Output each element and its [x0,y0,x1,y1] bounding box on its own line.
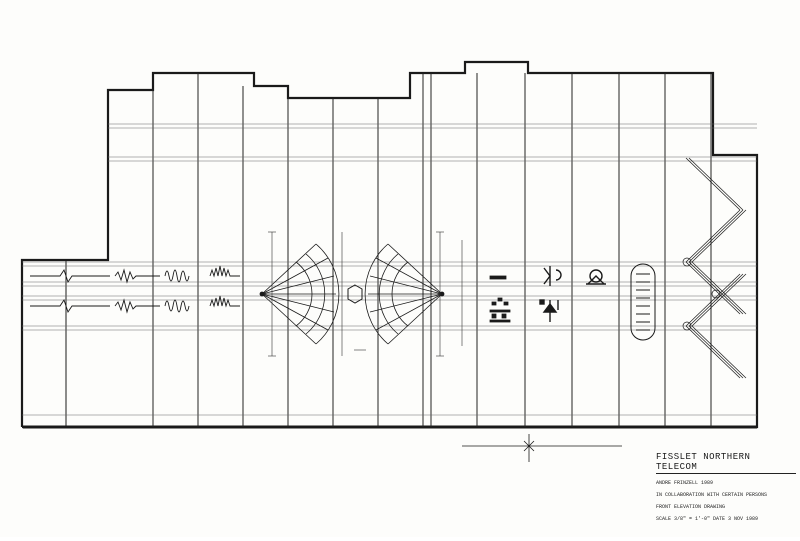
horizontal-bands [22,123,757,416]
title-block: FISSLET NORTHERN TELECOM ANDRE FRINZELL … [656,452,796,522]
dimension-marks [268,231,463,357]
panel-lines [152,73,712,427]
waveform-row-upper [30,265,240,284]
hexagon-motif [347,284,363,304]
waveform-row-lower [30,295,240,314]
centerline-mark [462,434,622,462]
building-outline [20,60,759,429]
title-line-4: SCALE 3/8" = 1'-0" DATE 3 NOV 1989 [656,516,759,522]
drawing-title: FISSLET NORTHERN TELECOM [656,452,796,474]
glyph-panel-3 [586,269,606,285]
right-fan-motif [364,243,445,345]
title-line-1: ANDRE FRINZELL 1989 [656,480,714,486]
glyph-panel-2 [539,266,562,322]
lattice-motif [682,157,747,379]
title-line-3: FRONT ELEVATION DRAWING [656,504,726,510]
glyph-panel-1 [489,275,511,323]
glyph-panel-4 [630,263,656,341]
left-fan-motif [259,243,340,345]
title-line-2: IN COLLABORATION WITH CERTAIN PERSONS [656,492,768,498]
